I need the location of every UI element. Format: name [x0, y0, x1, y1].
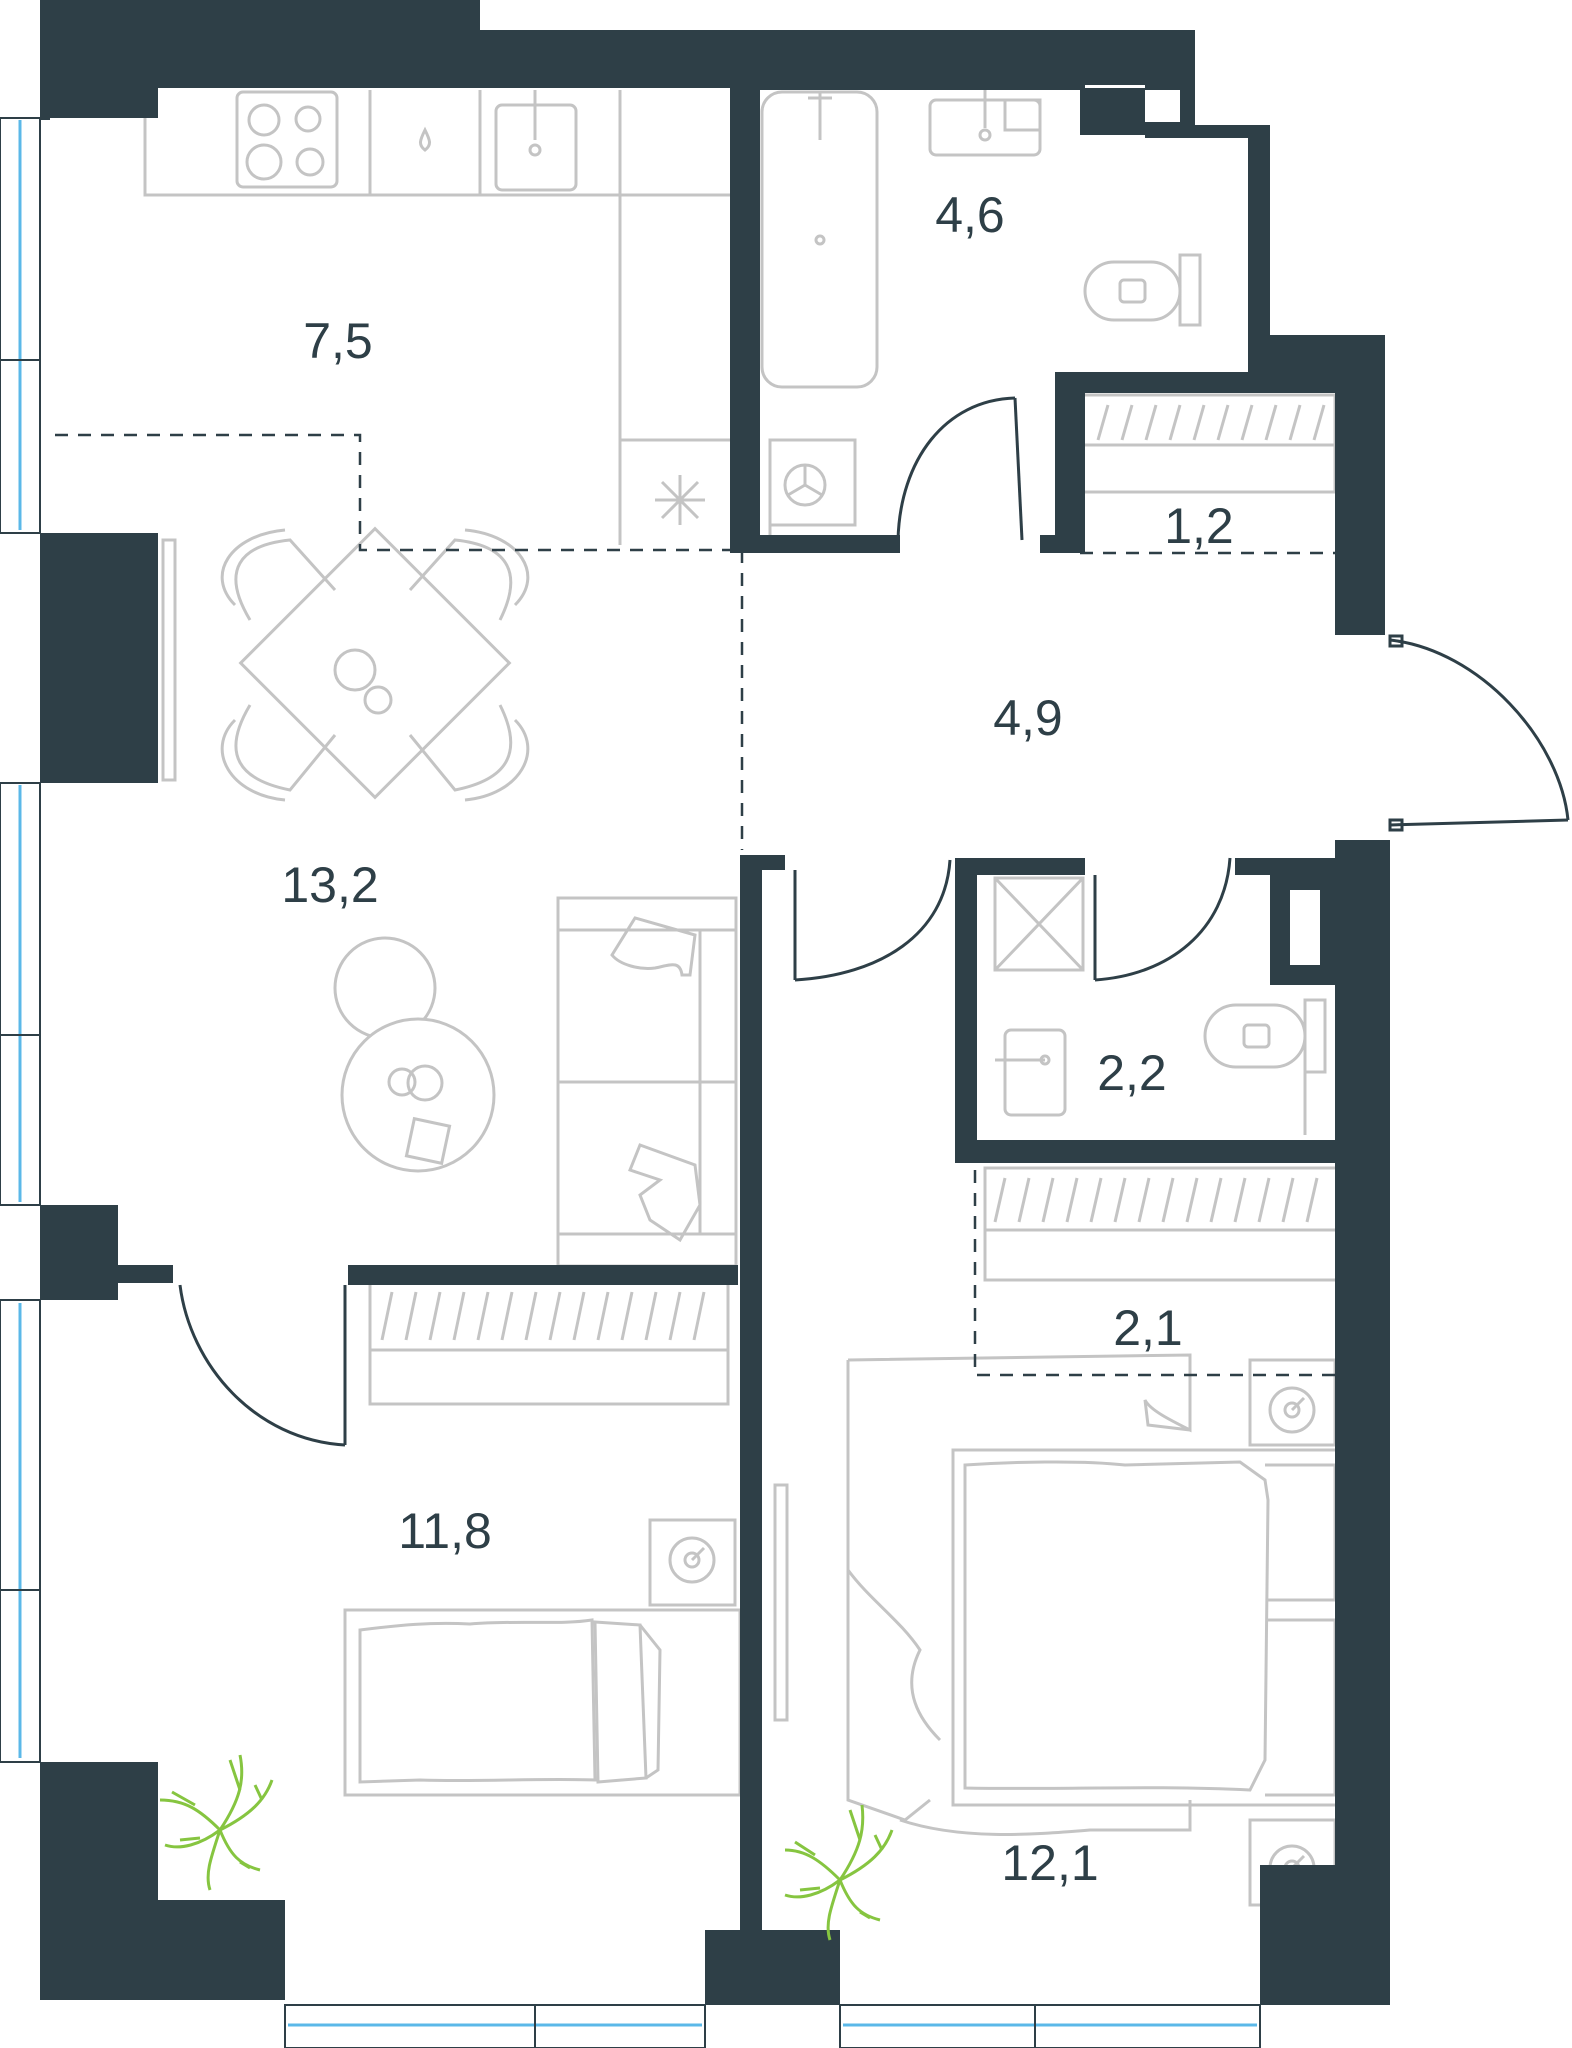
- room-labels: 7,5 4,6 1,2 4,9 13,2 2,2 2,1 11,8 12,1: [281, 187, 1233, 1891]
- sofa: [556, 896, 738, 1268]
- hatch-line: [668, 1291, 682, 1341]
- bedroom-right-area-label: 12,1: [1001, 1835, 1098, 1891]
- hatch-line: [1168, 404, 1182, 441]
- living-door: [178, 1284, 346, 1447]
- bedroom-left-area-label: 11,8: [398, 1503, 492, 1559]
- hatch-line: [1185, 1177, 1199, 1223]
- hatch-line: [428, 1291, 442, 1341]
- hatch-line: [1161, 1177, 1175, 1223]
- entrance-door: [1389, 638, 1570, 821]
- windows: [0, 117, 1261, 2048]
- hatch-line: [1144, 404, 1158, 441]
- hatch-line: [1257, 1177, 1271, 1223]
- wc-fixtures: [993, 876, 1327, 1135]
- hatch-line: [380, 1291, 394, 1341]
- wardrobe-hatch-right: [993, 1177, 1319, 1223]
- plant-icon: [159, 1754, 274, 1891]
- hatch-line: [1216, 404, 1230, 441]
- hatch-line: [1312, 404, 1326, 441]
- toilet-icon: [1083, 253, 1202, 327]
- hallway-area-label: 4,9: [993, 690, 1063, 746]
- walls: [40, 0, 1390, 2005]
- furniture: [143, 88, 1342, 1907]
- wc-sink-icon: [1003, 1028, 1067, 1117]
- hatch-line: [1233, 1177, 1247, 1223]
- hatch-line: [620, 1291, 634, 1341]
- hatch-line: [1281, 1177, 1295, 1223]
- hatch-line: [1192, 404, 1206, 441]
- bathroom-door: [896, 396, 1016, 541]
- living-area-label: 13,2: [281, 857, 378, 913]
- hatch-line: [644, 1291, 658, 1341]
- hatch-line: [452, 1291, 466, 1341]
- double-bed: [846, 1353, 1340, 1836]
- hatch-line: [1264, 404, 1278, 441]
- hatch-line: [1041, 1177, 1055, 1223]
- hatch-line: [404, 1291, 418, 1341]
- hatch-line: [1209, 1177, 1223, 1223]
- left-bedroom-door-corridor: [794, 859, 952, 982]
- wardrobe-area-label: 2,1: [1113, 1300, 1183, 1356]
- single-bed: [343, 1608, 742, 1797]
- zone-dividers: [55, 433, 1345, 1377]
- washing-machine-icon: [768, 438, 857, 527]
- stove-icon: [235, 90, 339, 189]
- hatch-line: [692, 1291, 706, 1341]
- hatch-line: [1120, 404, 1134, 441]
- hatch-line: [1137, 1177, 1151, 1223]
- closet-shelves-top: [1078, 393, 1337, 494]
- asterisk-icon: [655, 475, 705, 525]
- hatch-line: [524, 1291, 538, 1341]
- hatch-line: [1065, 1177, 1079, 1223]
- bathroom-fixtures: [760, 88, 1202, 545]
- hatch-line: [1113, 1177, 1127, 1223]
- wardrobe-hatch-left: [380, 1291, 706, 1341]
- kitchen-area-label: 7,5: [303, 313, 373, 369]
- hatch-line: [1017, 1177, 1031, 1223]
- closet-area-label: 1,2: [1164, 498, 1234, 554]
- coffee-table: [333, 936, 496, 1173]
- wardrobe-right: [983, 1166, 1342, 1282]
- hatch-line: [548, 1291, 562, 1341]
- hatch-line: [596, 1291, 610, 1341]
- wc-toilet-icon: [1203, 998, 1327, 1074]
- nightstand-left: [648, 1518, 737, 1607]
- wardrobe-left: [368, 1280, 730, 1406]
- hatch-line: [1089, 1177, 1103, 1223]
- kitchen-counter: [143, 90, 740, 545]
- nightstand-right-top: [1248, 1358, 1337, 1447]
- wc-door: [1094, 857, 1232, 982]
- hatch-line: [1096, 404, 1110, 441]
- hatch-line: [1305, 1177, 1319, 1223]
- water-drop-icon: [419, 126, 431, 152]
- doors: [178, 396, 1570, 1447]
- dining-table: [220, 526, 530, 802]
- closet-hatch-top: [1096, 404, 1326, 441]
- hatch-line: [476, 1291, 490, 1341]
- bathroom-area-label: 4,6: [935, 187, 1005, 243]
- hatch-line: [1240, 404, 1254, 441]
- plant-icon: [784, 1804, 894, 1941]
- hatch-line: [572, 1291, 586, 1341]
- hatch-line: [500, 1291, 514, 1341]
- wc-area-label: 2,2: [1097, 1045, 1167, 1101]
- hatch-line: [1288, 404, 1302, 441]
- hatch-line: [993, 1177, 1007, 1223]
